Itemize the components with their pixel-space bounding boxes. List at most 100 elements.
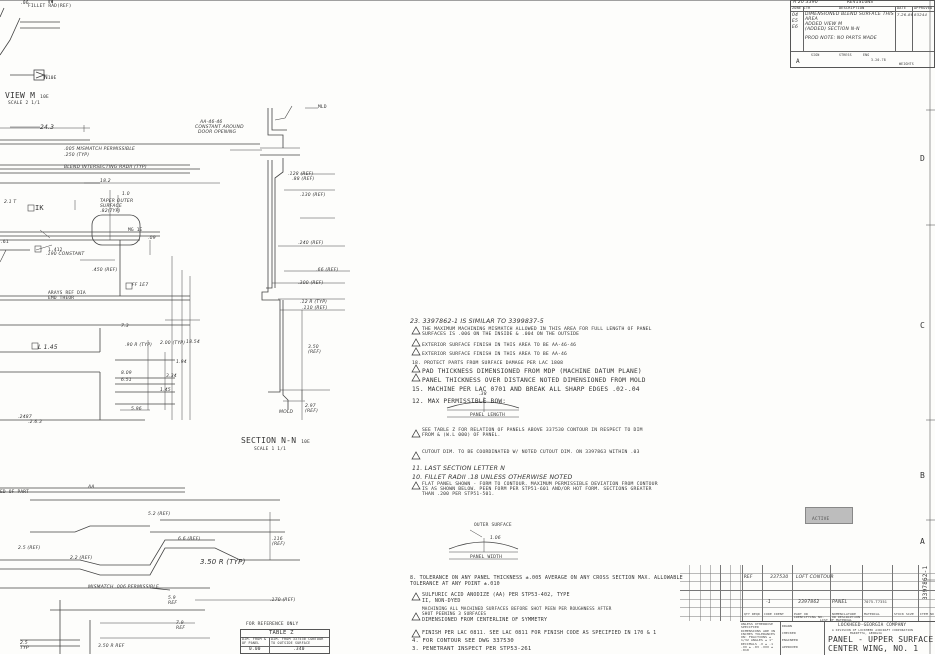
rev-approved-header: APPROVED: [914, 6, 933, 10]
rev-approved-1: 83244: [914, 12, 928, 17]
bow-label: PANEL LENGTH: [470, 413, 505, 418]
table-z-title: TABLE Z: [269, 630, 294, 636]
section-door: DOOR OPENING: [198, 130, 237, 135]
dim-8-09: 8.09: [121, 371, 132, 376]
view-m-caption: VIEW M 10E: [5, 91, 49, 101]
note-shot-peen: MACHINING ALL MACHINED SURFACES BEFORE S…: [422, 607, 612, 617]
dim-18-2: 18.2: [100, 179, 111, 184]
width-label: PANEL WIDTH: [470, 555, 503, 560]
dim-24-3: 24.3: [40, 124, 55, 131]
title-checked: CHECKED: [782, 631, 797, 635]
rev-desc-header: DESCRIPTION: [839, 6, 865, 10]
table-z-v2: .340: [293, 647, 305, 652]
title-city: MARIETTA, GEORGIA: [850, 631, 883, 635]
bl-3-50r: 3.50 R (TYP): [200, 558, 246, 566]
dim-61: .61: [0, 240, 9, 245]
table-z-header: FOR REFERENCE ONLY: [246, 622, 299, 627]
title-company: LOCKHEED-GEORGIA COMPANY: [838, 623, 907, 628]
title-approved: APPROVED: [782, 645, 799, 649]
stamp: ACTIVE: [805, 507, 853, 524]
parts-ref-desc: LOFT CONTOUR: [796, 575, 834, 580]
rev-weights: WEIGHTS: [899, 62, 914, 66]
parts-list: REF 337530 LOFT CONTOUR -1 3397862 PANEL…: [680, 565, 935, 622]
note-11: 11. LAST SECTION LETTER N: [412, 465, 506, 472]
rev-zone-3: E6: [792, 25, 799, 30]
parts-spec: 7075-T7351: [864, 600, 888, 604]
note-pad-thickness: PAD THICKNESS DIMENSIONED FROM MDP (MACH…: [422, 368, 642, 375]
parts-h-code: CODE IDENT: [764, 612, 785, 616]
bl-6-6: 6.6 (REF): [178, 537, 201, 542]
bl-2-2: 2.2 (REF): [70, 556, 93, 561]
bl-5-2: 5.2 (REF): [148, 512, 171, 517]
section-r9: 2.97: [305, 404, 316, 409]
note-flat-panel: FLAT PANEL SHOWN - FORM TO CONTOUR. MAXI…: [422, 482, 658, 497]
parts-ref-num: 337530: [770, 575, 789, 580]
rev-row2: ADDED VIEW M: [805, 22, 843, 27]
note-exterior-1: EXTERIOR SURFACE FINISH IN THIS AREA TO …: [422, 343, 577, 348]
title-tolerances: UNLESS OTHERWISE SPECIFIED DIMENSIONS AR…: [741, 622, 776, 653]
zone-d: D: [920, 154, 926, 163]
bl-116: .116: [272, 537, 283, 542]
section-aa-note: AA-46-46: [200, 120, 223, 125]
parts-list-title: LIST OF MATERIAL: [820, 618, 853, 622]
title-line-2: CENTER WING, NO. 1: [828, 644, 919, 653]
stamp-text: ACTIVE: [812, 517, 830, 522]
dim-2487: .2487: [18, 415, 32, 420]
note-anodize: SULFURIC ACID ANODIZE (AA) PER STP53-402…: [422, 592, 570, 604]
note-23: 23. 3397862-1 IS SIMILAR TO 3399837-5: [410, 318, 544, 325]
view-m-label-n-arrow: N10E: [44, 74, 57, 81]
bl-2-5b: 2.5: [20, 641, 28, 646]
dim-taper-outer: TAPER OUTER SURFACE .82(TYP): [100, 199, 134, 214]
dim-190-constant: .190 CONSTANT: [46, 252, 85, 257]
width-value: 1.06: [490, 536, 501, 541]
dim-1-412: 1.412: [48, 248, 63, 253]
parts-h-part: PART OR IDENTIFYING NO.: [794, 612, 825, 620]
section-r3: .240 (REF): [298, 241, 324, 246]
section-r1: .128 (REF): [288, 172, 314, 177]
note-cutout: CUTOUT DIM. TO BE COORDINATED W/ NOTED C…: [422, 450, 640, 455]
bl-end-of-part: ED OF PART: [0, 490, 30, 495]
rev-zone-1: 04: [792, 13, 799, 18]
rev-eng: ENG: [863, 53, 870, 57]
zone-c: C: [920, 321, 926, 330]
note-10: 10. FILLET RADII .18 UNLESS OTHERWISE NO…: [412, 474, 573, 481]
bl-2-5: 2.5 (REF): [18, 546, 41, 551]
note-table-z: SEE TABLE Z FOR RELATION OF PANELS ABOVE…: [422, 428, 643, 438]
rev-date-header: DATE: [897, 6, 907, 10]
dim-263: .2.6.3: [28, 420, 43, 425]
dim-mg-1e: MG 1E: [128, 228, 143, 233]
section-mold: MOLD: [279, 410, 294, 415]
table-z-col1: DIM. FROM & OF PANEL: [242, 637, 267, 645]
bl-170: .170 (REF): [270, 598, 296, 603]
section-r8: 3.50: [308, 345, 319, 350]
parts-h-mat: MATERIAL: [864, 612, 881, 616]
dim-l-1-45: L 1.45: [38, 344, 58, 351]
rev-zone-header: ZONE LTR: [792, 6, 811, 10]
rev-date-1: 7-26-86: [897, 12, 914, 17]
dim-7-3: 7.3: [121, 324, 129, 329]
title-line-1: PANEL - UPPER SURFACE: [828, 635, 934, 644]
section-r1b: .88 (REF): [292, 177, 315, 182]
dim-90r-typ: .90 R (TYP): [125, 343, 153, 348]
bl-7-9: 7.9: [176, 621, 184, 626]
note-8: 8. TOLERANCE ON ANY PANEL THICKNESS ±.00…: [410, 575, 683, 587]
rev-row3: (ADDED) SECTION N-N: [805, 27, 860, 32]
note-mismatch: THE MAXIMUM MACHINING MISMATCH ALLOWED I…: [422, 327, 652, 337]
dim-2-00: 2.00 (TYP): [160, 341, 186, 346]
rev-eng-date: 3-20-78: [871, 58, 886, 62]
dim-mismatch: .005 MISMATCH PERMISSIBLE: [64, 147, 136, 152]
section-r7: .110 (REF): [302, 306, 328, 311]
view-m-label-n: N: [48, 0, 54, 6]
dim-3-34: 3.34: [166, 374, 177, 379]
dim-5-96: 5.96: [131, 407, 142, 412]
parts-dash-1: -1: [766, 600, 771, 605]
rev-row1: DIMENSIONED BLEND SURFACE THIS AREA: [805, 12, 894, 22]
dim-ff-1e7: FF 1E7: [132, 283, 149, 288]
parts-item: 3397862: [798, 600, 820, 605]
section-scale: SCALE 1 1/1: [254, 447, 287, 452]
view-m-fillet-note: FILLET RAD(REF): [28, 4, 72, 9]
dim-blend-radii: BLEND INTERSECTING RADII (TYP): [64, 165, 147, 170]
note-panel-thickness: PANEL THICKNESS OVER DISTANCE NOTED DIME…: [422, 377, 646, 384]
rev-row4: PROD NOTE: NO PARTS MADE: [805, 36, 877, 41]
